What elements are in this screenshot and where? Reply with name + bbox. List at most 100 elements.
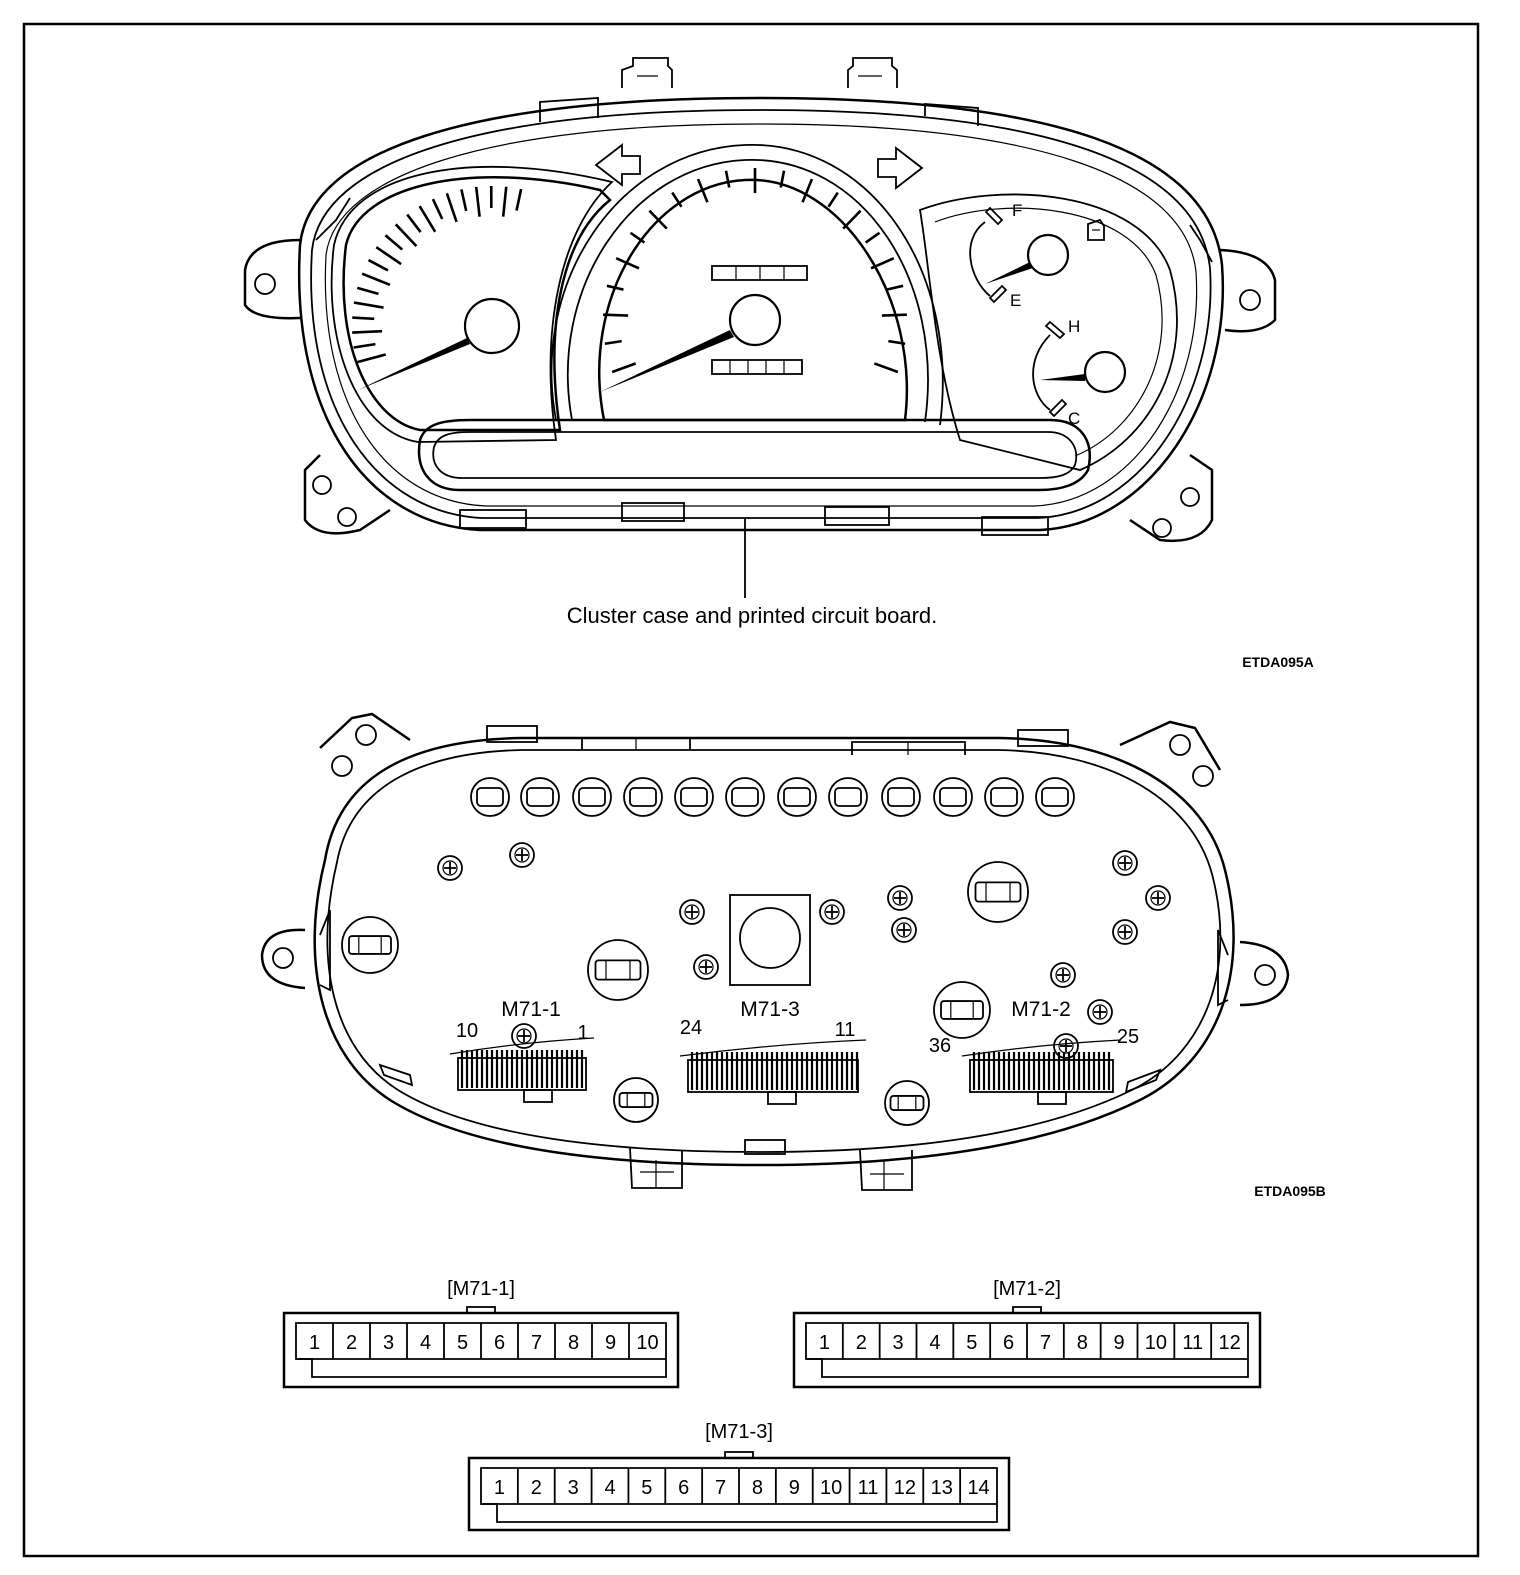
tachometer-tick bbox=[420, 206, 435, 232]
pinout-pin-number: 5 bbox=[641, 1477, 652, 1499]
connector-pin-end-label: 11 bbox=[835, 1019, 856, 1041]
connector-m71-1: M71-1 10 1 bbox=[450, 998, 594, 1102]
tachometer-tick bbox=[396, 224, 417, 246]
lamp-socket bbox=[624, 778, 662, 816]
screw-icon bbox=[1113, 851, 1137, 875]
fuel-gauge-hub bbox=[1028, 235, 1068, 275]
tachometer-tick bbox=[503, 187, 506, 217]
mount-hole bbox=[1153, 519, 1171, 537]
lamp-socket bbox=[573, 778, 611, 816]
tachometer-tick bbox=[357, 354, 386, 362]
pinout-pin-number: 5 bbox=[457, 1332, 468, 1354]
temp-hot-label: H bbox=[1068, 317, 1080, 336]
fuel-full-marker bbox=[986, 208, 1002, 224]
pinout-pin-number: 3 bbox=[893, 1332, 904, 1354]
pinout-pin-number: 2 bbox=[856, 1332, 867, 1354]
pinout-pin-number: 9 bbox=[789, 1477, 800, 1499]
tachometer-tick bbox=[433, 199, 442, 219]
pinout-pin-number: 4 bbox=[420, 1332, 431, 1354]
pinout-pin-number: 8 bbox=[568, 1332, 579, 1354]
temp-gauge-needle bbox=[1040, 374, 1085, 381]
pinout-pin-number: 5 bbox=[966, 1332, 977, 1354]
pinout-pin-number: 14 bbox=[967, 1477, 989, 1499]
connector-pin-start-label: 24 bbox=[680, 1017, 702, 1039]
temp-cold-marker bbox=[1050, 400, 1066, 416]
screw-icon bbox=[1088, 1000, 1112, 1024]
pinout-pin-number: 12 bbox=[1218, 1332, 1240, 1354]
tachometer-needle bbox=[358, 338, 470, 390]
connector-pin-end-label: 25 bbox=[1117, 1026, 1139, 1048]
screw-icon bbox=[892, 918, 916, 942]
connector-label: M71-1 bbox=[501, 998, 561, 1021]
connector-pin-start-label: 36 bbox=[929, 1035, 951, 1057]
cluster-front-view: F E H C Cluster case and printed circuit… bbox=[245, 58, 1314, 670]
pinout-title: [M71-2] bbox=[993, 1278, 1061, 1300]
pinout-pin-number: 7 bbox=[1040, 1332, 1051, 1354]
rear-upper-left-ear bbox=[320, 714, 410, 748]
pinout-pin-number: 4 bbox=[929, 1332, 940, 1354]
speedometer-tick bbox=[726, 171, 729, 188]
left-upper-mount-ear bbox=[245, 240, 300, 318]
lamp-socket bbox=[829, 778, 867, 816]
pinout-pin-number: 2 bbox=[531, 1477, 542, 1499]
figure-code-a: ETDA095A bbox=[1242, 654, 1314, 670]
connector-pin-end-label: 1 bbox=[577, 1022, 588, 1044]
fuel-empty-marker bbox=[990, 286, 1006, 302]
pinout-pin-number: 6 bbox=[494, 1332, 505, 1354]
speedometer-tick bbox=[874, 363, 897, 372]
screw-set bbox=[438, 843, 1170, 1058]
tachometer-tick bbox=[354, 344, 376, 347]
lamp-socket bbox=[726, 778, 764, 816]
speedometer-tick bbox=[887, 286, 904, 290]
pinout-pin-number: 2 bbox=[346, 1332, 357, 1354]
lamp-socket bbox=[882, 778, 920, 816]
tachometer-hub bbox=[465, 299, 519, 353]
connector-label: M71-3 bbox=[740, 998, 800, 1021]
pinout-pin-number: 8 bbox=[752, 1477, 763, 1499]
screw-icon bbox=[694, 955, 718, 979]
speedometer-tick bbox=[603, 315, 628, 316]
tachometer-tick bbox=[376, 247, 401, 264]
tachometer-tick bbox=[352, 318, 374, 319]
speedometer-tick bbox=[866, 233, 880, 243]
connector-latch bbox=[524, 1090, 552, 1102]
right-turn-signal-icon bbox=[878, 148, 922, 188]
pinout-pin-number: 1 bbox=[819, 1332, 830, 1354]
lamp-holder bbox=[968, 862, 1028, 922]
connector-pin-start-label: 10 bbox=[456, 1020, 478, 1042]
odometer-display bbox=[712, 360, 802, 374]
screw-icon bbox=[1051, 963, 1075, 987]
lamp-holder bbox=[342, 917, 398, 973]
lamp-socket bbox=[985, 778, 1023, 816]
pinout-pin-number: 8 bbox=[1077, 1332, 1088, 1354]
pinout-pin-number: 6 bbox=[678, 1477, 689, 1499]
tachometer-tick bbox=[357, 288, 378, 294]
lamp-holder bbox=[588, 940, 648, 1000]
pinout-pin-number: 7 bbox=[715, 1477, 726, 1499]
screw-icon bbox=[888, 886, 912, 910]
figure-code-b: ETDA095B bbox=[1254, 1183, 1326, 1199]
fuel-full-label: F bbox=[1012, 201, 1022, 220]
speedometer-tick bbox=[803, 179, 812, 202]
tachometer-tick bbox=[385, 235, 402, 249]
pinout-pin-number: 13 bbox=[931, 1477, 953, 1499]
bottom-clip-right bbox=[860, 1150, 912, 1190]
lamp-holder bbox=[614, 1078, 658, 1122]
callout-label: Cluster case and printed circuit board. bbox=[567, 603, 938, 628]
lamp-holder bbox=[885, 1081, 929, 1125]
screw-icon bbox=[1113, 920, 1137, 944]
mount-hole bbox=[1240, 290, 1260, 310]
speedometer-tick bbox=[612, 363, 635, 372]
rear-left-side-ear bbox=[262, 930, 305, 988]
lamp-holder bbox=[934, 982, 990, 1038]
rim-tab bbox=[825, 507, 889, 525]
speedometer-tick bbox=[605, 341, 622, 344]
tachometer-tick bbox=[362, 274, 390, 285]
